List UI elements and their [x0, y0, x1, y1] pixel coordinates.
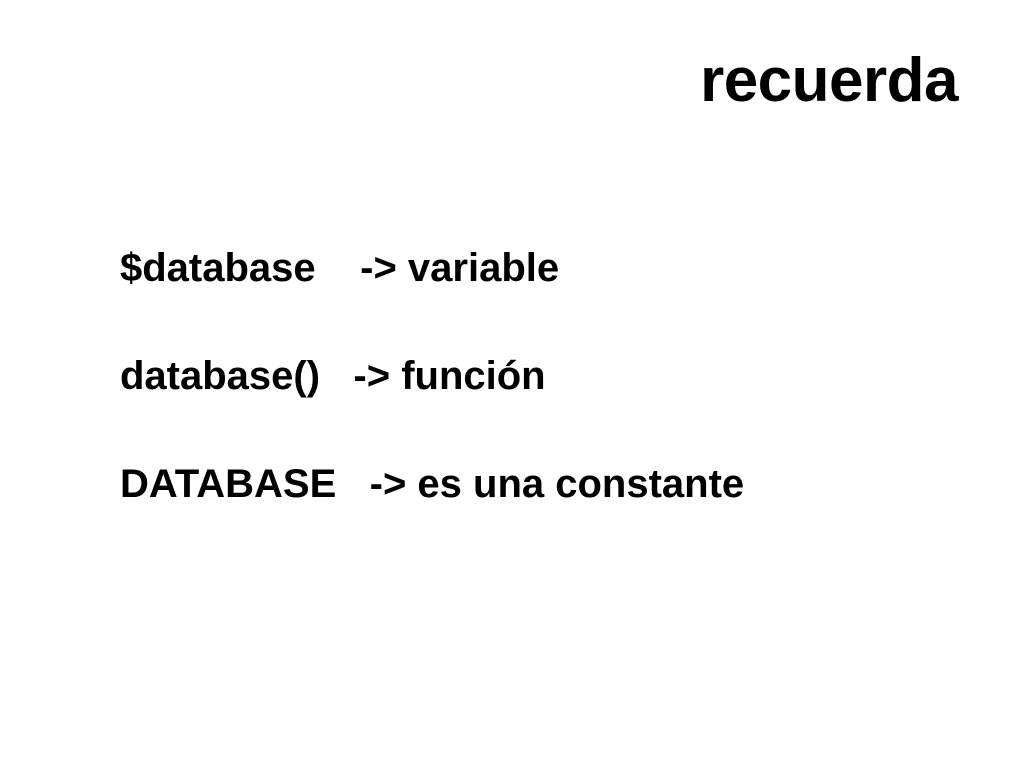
line-variable: $database -> variable	[120, 246, 560, 290]
slide-title: recuerda	[700, 46, 958, 115]
line-constant: DATABASE -> es una constante	[120, 462, 745, 506]
line-function: database() -> función	[120, 354, 546, 398]
content-list: $database -> variable database() -> func…	[120, 248, 744, 572]
